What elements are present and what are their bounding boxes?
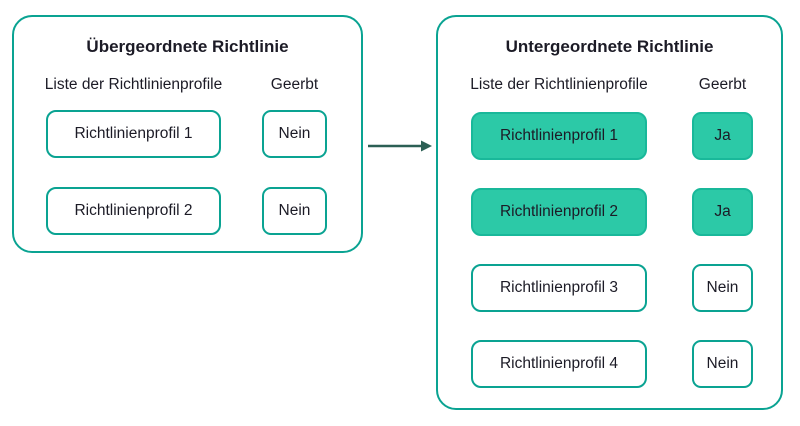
child-panel-body: Liste der Richtlinienprofile Geerbt Rich… xyxy=(470,75,753,388)
parent-policy-panel: Übergeordnete Richtlinie Liste der Richt… xyxy=(12,15,363,253)
table-row: Richtlinienprofil 1 Nein xyxy=(46,110,327,158)
child-col-header-inherited: Geerbt xyxy=(698,75,747,93)
child-panel-title: Untergeordnete Richtlinie xyxy=(505,37,714,56)
child-col-header-profiles: Liste der Richtlinienprofile xyxy=(470,75,648,93)
parent-col-header-profiles: Liste der Richtlinienprofile xyxy=(44,75,223,93)
table-row: Richtlinienprofil 3 Nein xyxy=(471,264,753,312)
parent-column-headers: Liste der Richtlinienprofile Geerbt xyxy=(44,75,327,94)
inherited-flag-node: Ja xyxy=(692,188,753,236)
inherited-flag-node: Nein xyxy=(692,340,753,388)
table-row: Richtlinienprofil 2 Nein xyxy=(46,187,327,235)
child-policy-panel: Untergeordnete Richtlinie Liste der Rich… xyxy=(436,15,783,410)
inheritance-arrow-icon xyxy=(368,140,432,152)
profile-node: Richtlinienprofil 1 xyxy=(471,112,647,160)
parent-panel-body: Liste der Richtlinienprofile Geerbt Rich… xyxy=(44,75,327,235)
profile-node: Richtlinienprofil 3 xyxy=(471,264,647,312)
profile-node: Richtlinienprofil 2 xyxy=(46,187,221,235)
table-row: Richtlinienprofil 4 Nein xyxy=(471,340,753,388)
inherited-flag-node: Ja xyxy=(692,112,753,160)
parent-col-header-inherited: Geerbt xyxy=(270,75,319,93)
profile-node: Richtlinienprofil 4 xyxy=(471,340,647,388)
table-row-inherited: Richtlinienprofil 2 Ja xyxy=(471,188,753,236)
inherited-flag-node: Nein xyxy=(262,110,327,158)
table-row-inherited: Richtlinienprofil 1 Ja xyxy=(471,112,753,160)
inherited-flag-node: Nein xyxy=(262,187,327,235)
child-column-headers: Liste der Richtlinienprofile Geerbt xyxy=(470,75,753,94)
profile-node: Richtlinienprofil 2 xyxy=(471,188,647,236)
parent-panel-title: Übergeordnete Richtlinie xyxy=(86,37,289,56)
inherited-flag-node: Nein xyxy=(692,264,753,312)
profile-node: Richtlinienprofil 1 xyxy=(46,110,221,158)
